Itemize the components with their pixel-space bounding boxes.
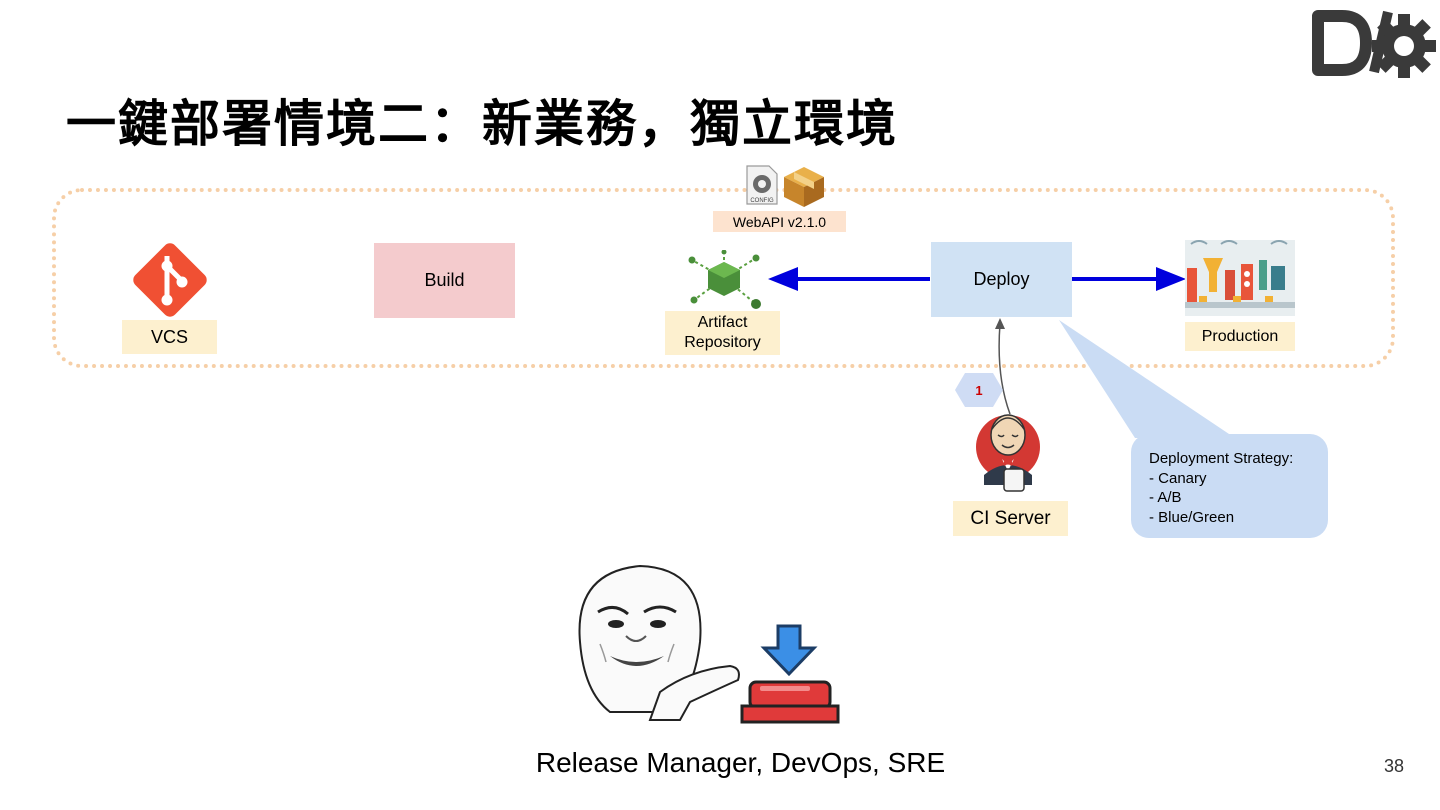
production-label: Production [1185,322,1295,351]
push-button-icon [740,624,840,724]
package-box-icon [784,167,824,207]
callout-item-canary: - Canary [1149,469,1207,487]
deployment-strategy-callout: Deployment Strategy: - Canary - A/B - Bl… [1131,434,1328,538]
arrow-head-artifact-icon [768,267,798,291]
artifact-repository-icon [688,250,761,309]
vcs-label: VCS [122,320,217,354]
meme-face-icon [578,564,740,721]
ci-to-deploy-arrow [995,318,1011,415]
git-icon [133,243,207,317]
callout-heading: Deployment Strategy: [1149,450,1294,467]
config-file-icon: CONFIG [746,165,778,205]
step-badge [955,373,1003,407]
jenkins-icon [976,414,1040,492]
deploy-arrows [768,267,1186,291]
step-badge-number: 1 [975,382,983,398]
page-number: 38 [1384,756,1405,776]
artifact-repository-label: Artifact Repository [665,311,780,355]
artifact-label-line2: Repository [684,334,761,351]
artifact-version-label: WebAPI v2.1.0 [713,211,846,232]
build-stage: Build [374,243,515,318]
build-label: Build [424,270,465,290]
arrow-head-production-icon [1156,267,1186,291]
ci-server-label: CI Server [953,501,1068,536]
callout-item-blue-green: - Blue/Green [1149,508,1235,526]
devops-logo-icon [1312,10,1436,78]
footer-roles: Release Manager, DevOps, SRE [535,747,946,778]
down-arrow-icon [760,624,818,677]
production-factory-icon [1185,240,1295,316]
config-icon-text: CONFIG [750,198,774,204]
callout-item-ab: - A/B [1149,489,1182,506]
slide-title: 一鍵部署情境二：新業務，獨立環境 [66,95,898,153]
pipeline-boundary [52,188,1395,368]
deploy-stage: Deploy [931,242,1072,317]
callout-pointer [1059,320,1235,438]
deploy-label: Deploy [973,269,1030,289]
artifact-label-line1: Artifact [697,314,748,331]
